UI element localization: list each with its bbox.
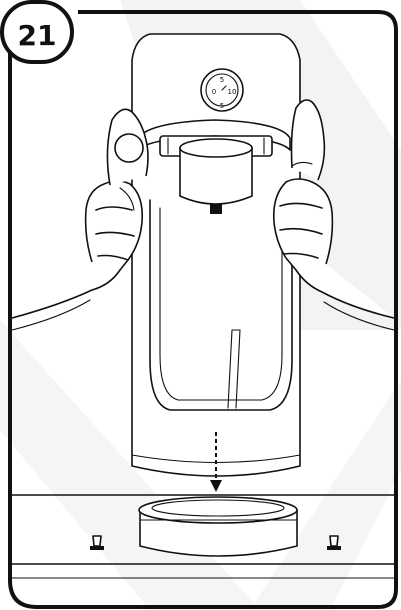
svg-text:0: 0 bbox=[212, 88, 216, 96]
svg-text:10: 10 bbox=[228, 88, 237, 96]
step-badge: 21 bbox=[2, 2, 72, 62]
left-hand bbox=[12, 109, 148, 330]
step-number: 21 bbox=[18, 19, 57, 52]
base-ring bbox=[139, 497, 297, 556]
svg-text:5: 5 bbox=[220, 76, 224, 84]
water-level-dial: 0 5 10 5 bbox=[201, 69, 243, 111]
svg-text:5: 5 bbox=[220, 102, 224, 110]
